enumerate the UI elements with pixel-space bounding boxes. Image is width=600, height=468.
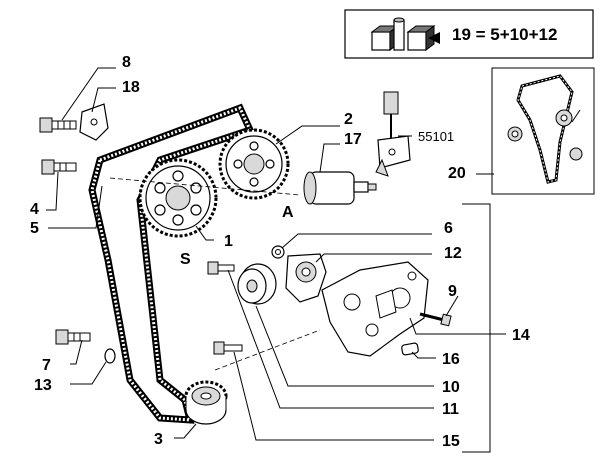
idler-bolt xyxy=(207,261,235,275)
callout-20: 20 xyxy=(448,165,466,182)
callout-S: S xyxy=(180,251,191,268)
leader-lines xyxy=(46,67,506,453)
callout-sensor-code: 55101 xyxy=(418,129,454,144)
callout-8: 8 xyxy=(122,54,131,71)
parts-kit-icon xyxy=(370,17,440,51)
callout-1: 1 xyxy=(224,233,233,250)
callout-9: 9 xyxy=(448,283,457,300)
crankshaft-pulley xyxy=(184,380,228,425)
callout-4: 4 xyxy=(30,201,39,218)
hub-bolt xyxy=(39,117,77,133)
callout-3: 3 xyxy=(154,431,163,448)
callout-labels: 8 18 4 5 2 17 1 S A 6 12 9 14 16 7 13 10… xyxy=(30,54,530,450)
pulley-hub-plate xyxy=(79,103,109,141)
callout-13: 13 xyxy=(34,377,52,394)
callout-16: 16 xyxy=(442,351,460,368)
sensor-assembly xyxy=(375,91,411,177)
callout-6: 6 xyxy=(444,220,453,237)
callout-2: 2 xyxy=(344,111,353,128)
bracket-screw xyxy=(419,312,452,327)
callout-5: 5 xyxy=(30,220,39,237)
support-bracket xyxy=(321,261,429,357)
crank-washer xyxy=(104,348,116,364)
camshaft-pulley-intake xyxy=(138,158,218,238)
pulley-bolt xyxy=(41,159,77,175)
belt-tensioner xyxy=(285,253,327,303)
kit-20-inset xyxy=(491,67,595,195)
crank-bolt xyxy=(55,329,91,345)
callout-14: 14 xyxy=(512,327,530,344)
callout-A: A xyxy=(282,204,294,221)
locating-dowel xyxy=(401,342,419,356)
water-pump xyxy=(303,171,377,205)
callout-18: 18 xyxy=(122,79,140,96)
callout-15: 15 xyxy=(442,433,460,450)
camshaft-pulley-exhaust xyxy=(218,128,290,200)
tensioner-bolt xyxy=(213,341,243,355)
idler-pulley xyxy=(237,263,277,305)
callout-10: 10 xyxy=(442,379,460,396)
tensioner-nut xyxy=(271,245,285,259)
callout-7: 7 xyxy=(42,357,51,374)
callout-11: 11 xyxy=(442,401,459,418)
callout-17: 17 xyxy=(344,131,362,148)
callout-12: 12 xyxy=(444,245,462,262)
kit-legend: 19 = 5+10+12 xyxy=(344,9,594,59)
kit-formula: 19 = 5+10+12 xyxy=(452,25,557,44)
